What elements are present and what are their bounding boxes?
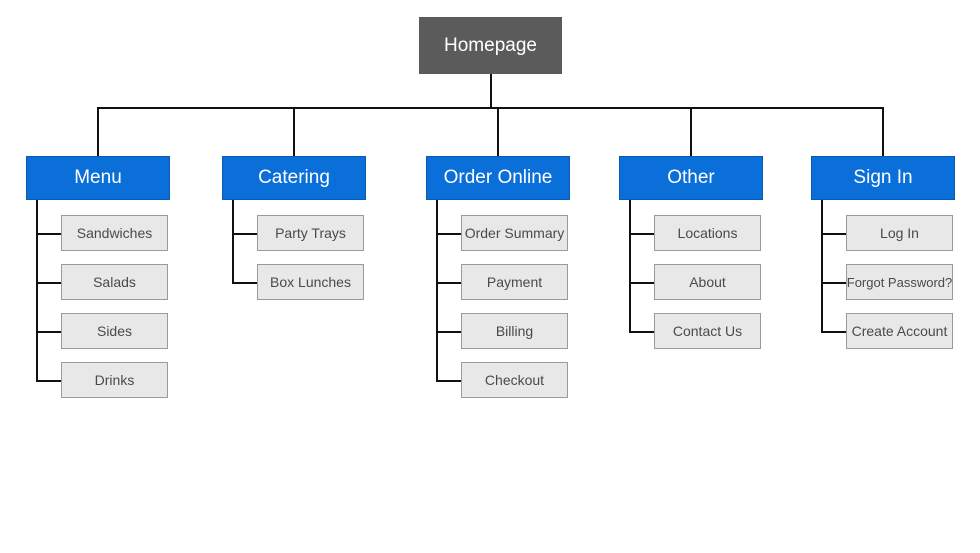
page-node: Create Account [846,313,953,349]
branch-sign-in [821,331,846,333]
branch-other [629,331,654,333]
branch-sign-in [821,233,846,235]
page-node: Contact Us [654,313,761,349]
branch-catering [232,233,257,235]
page-node: Forgot Password? [846,264,953,300]
branch-order-online [436,331,461,333]
page-node: Checkout [461,362,568,398]
page-node: About [654,264,761,300]
branch-catering [232,282,257,284]
trunk-sign-in [821,200,823,332]
category-menu: Menu [26,156,170,200]
branch-order-online [436,380,461,382]
category-other: Other [619,156,763,200]
category-sign-in: Sign In [811,156,955,200]
page-node: Salads [61,264,168,300]
branch-order-online [436,233,461,235]
branch-menu [36,331,61,333]
page-node: Billing [461,313,568,349]
page-node: Drinks [61,362,168,398]
page-node: Party Trays [257,215,364,251]
category-catering: Catering [222,156,366,200]
homepage-node: Homepage [419,17,562,74]
page-node: Payment [461,264,568,300]
page-node: Locations [654,215,761,251]
category-connector-catering [293,107,295,156]
trunk-other [629,200,631,332]
page-node: Sides [61,313,168,349]
branch-menu [36,233,61,235]
branch-other [629,233,654,235]
branch-order-online [436,282,461,284]
category-connector-sign-in [882,107,884,156]
branch-sign-in [821,282,846,284]
category-connector-other [690,107,692,156]
root-connector [490,74,492,108]
category-connector-order-online [497,107,499,156]
category-connector-menu [97,107,99,156]
category-order-online: Order Online [426,156,570,200]
branch-menu [36,282,61,284]
page-node: Log In [846,215,953,251]
page-node: Box Lunches [257,264,364,300]
page-node: Sandwiches [61,215,168,251]
trunk-order-online [436,200,438,381]
trunk-catering [232,200,234,283]
branch-menu [36,380,61,382]
bus-connector [97,107,884,109]
page-node: Order Summary [461,215,568,251]
branch-other [629,282,654,284]
trunk-menu [36,200,38,381]
